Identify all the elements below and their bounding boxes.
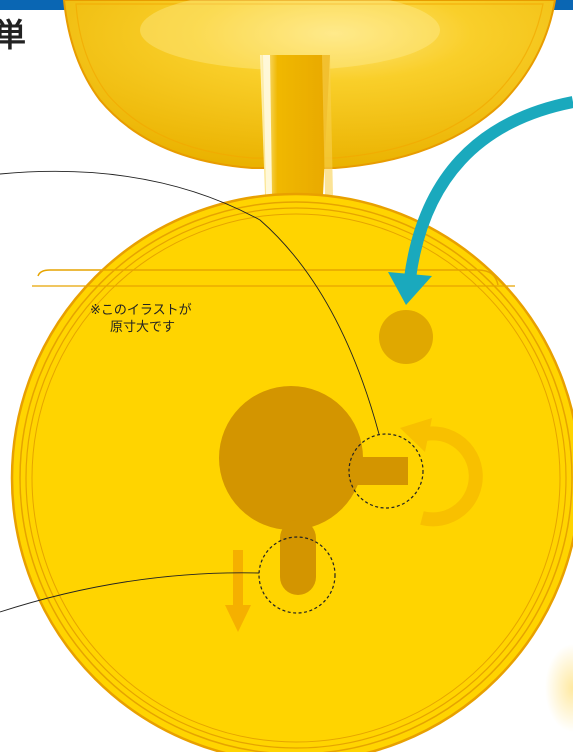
hole	[379, 310, 433, 364]
arrow-down-icon	[225, 550, 251, 632]
leader-line-upper	[0, 170, 380, 435]
heading-fragment: 単	[0, 16, 27, 54]
curved-arrow-down-icon	[388, 96, 573, 305]
keyhole	[219, 386, 408, 595]
leader-line-lower	[0, 572, 260, 613]
rotate-arrow-icon	[400, 418, 483, 527]
callout-circle-pull	[258, 536, 336, 614]
scale-note: ※このイラストが 原寸大です	[90, 302, 192, 336]
glow-highlight	[545, 644, 573, 732]
callout-circle-tab	[348, 433, 424, 509]
scale-note-line1: ※このイラストが	[90, 303, 192, 318]
scale-note-line2: 原寸大です	[110, 320, 176, 335]
hinge	[260, 55, 333, 195]
